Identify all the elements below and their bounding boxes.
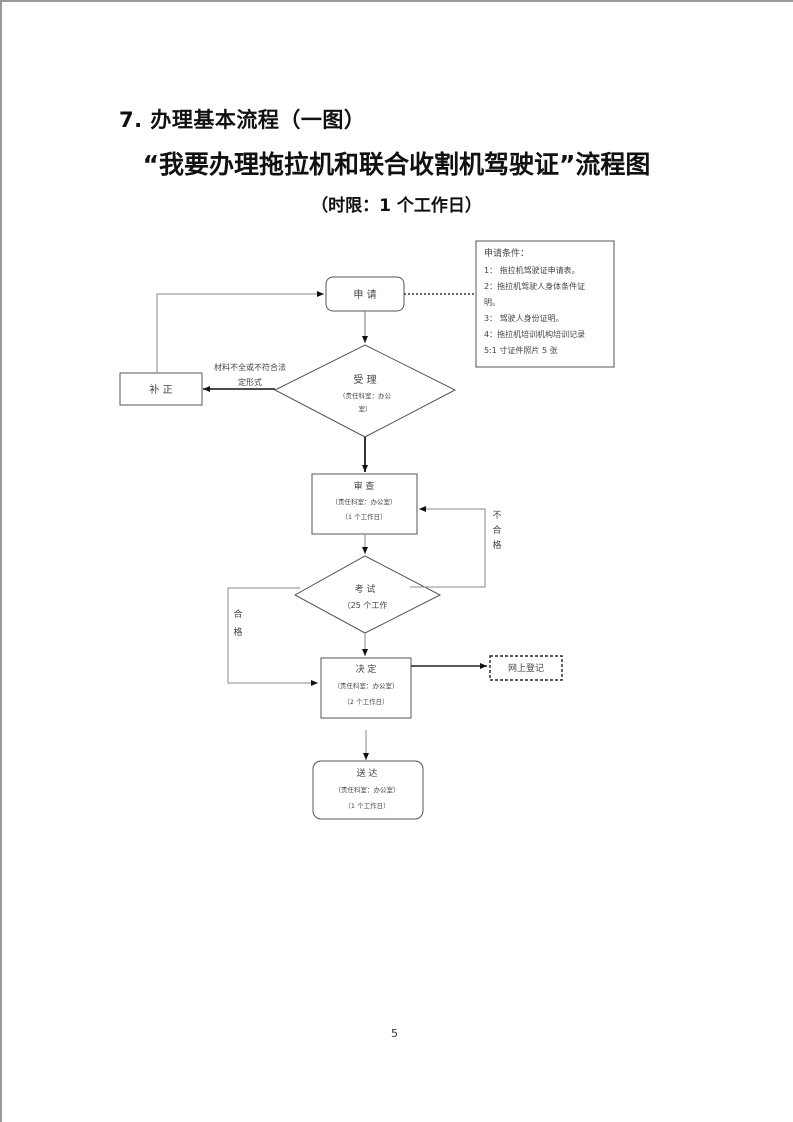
fail-label-char: 格 [492,539,501,551]
accept-label: 受 理 [353,374,376,386]
review-days: （1 个工作日） [341,512,386,521]
page-number: 5 [391,1027,398,1040]
correction-node: 补 正 [119,372,203,406]
conditions-box: 申请条件： 1： 拖拉机驾驶证申请表。 2：拖拉机驾驶人身体条件证 明。 3： … [475,240,615,368]
review-note: （责任科室：办公室） [332,497,397,506]
accept-note-2: 室） [359,404,372,413]
condition-line: 2：拖拉机驾驶人身体条件证 [484,281,585,291]
deliver-label: 送 达 [357,767,378,779]
deliver-days: （1 个工作日） [344,801,389,810]
apply-label: 申 请 [353,288,376,301]
reject-reason: 材料不全或不符合法 [214,362,286,372]
correction-label: 补 正 [149,383,172,396]
apply-node: 申 请 [325,276,405,312]
decide-days: （2 个工作日） [343,697,388,706]
deliver-note: （责任科室：办公室） [335,785,400,794]
document-title-text: “我要办理拖拉机和联合收割机驾驶证”流程图 [142,150,651,179]
arrow-fail-to-review [410,506,486,588]
exam-node: 考 试 （25 个工作 [293,555,442,634]
fail-label-char: 合 [492,524,501,536]
deliver-node: 送 达 （责任科室：办公室） （1 个工作日） [312,760,424,820]
condition-line: 明。 [484,298,500,307]
condition-line: 4：拖拉机培训机构培训记录 [484,329,585,339]
fail-label-char: 不 [492,510,501,521]
review-node: 审 查 （责任科室：办公室） （1 个工作日） [311,473,418,535]
online-register-label: 网上登记 [508,663,544,674]
exam-note: （25 个工作 [343,600,388,610]
document-title: “我要办理拖拉机和联合收割机驾驶证”流程图 [0,145,793,181]
condition-line: 3： 驾驶人身份证明。 [484,313,564,323]
arrow-pass-to-decide [227,587,318,686]
time-limit: （时限：1 个工作日） [311,196,482,216]
exam-label: 考 试 [355,583,376,595]
decide-note: （责任科室：办公室） [334,681,399,690]
condition-line: 5:1 寸证件照片 5 张 [484,345,558,355]
decide-label: 决 定 [356,663,377,675]
conditions-heading: 申请条件： [484,247,529,259]
section-heading: 7. 办理基本流程（一图） [119,108,366,132]
pass-label-char: 合 [233,608,242,620]
online-register-node: 网上登记 [489,655,563,681]
review-label: 审 查 [354,480,375,492]
decide-node: 决 定 （责任科室：办公室） （2 个工作日） [320,657,412,719]
condition-line: 1： 拖拉机驾驶证申请表。 [484,265,580,275]
accept-node: 受 理 （责任科室：办公 室） [273,344,457,438]
accept-note: （责任科室：办公 [339,391,392,400]
reject-reason-2: 定形式 [238,377,262,387]
arrow-correction-to-apply [156,291,324,373]
pass-label-char: 格 [233,626,242,638]
